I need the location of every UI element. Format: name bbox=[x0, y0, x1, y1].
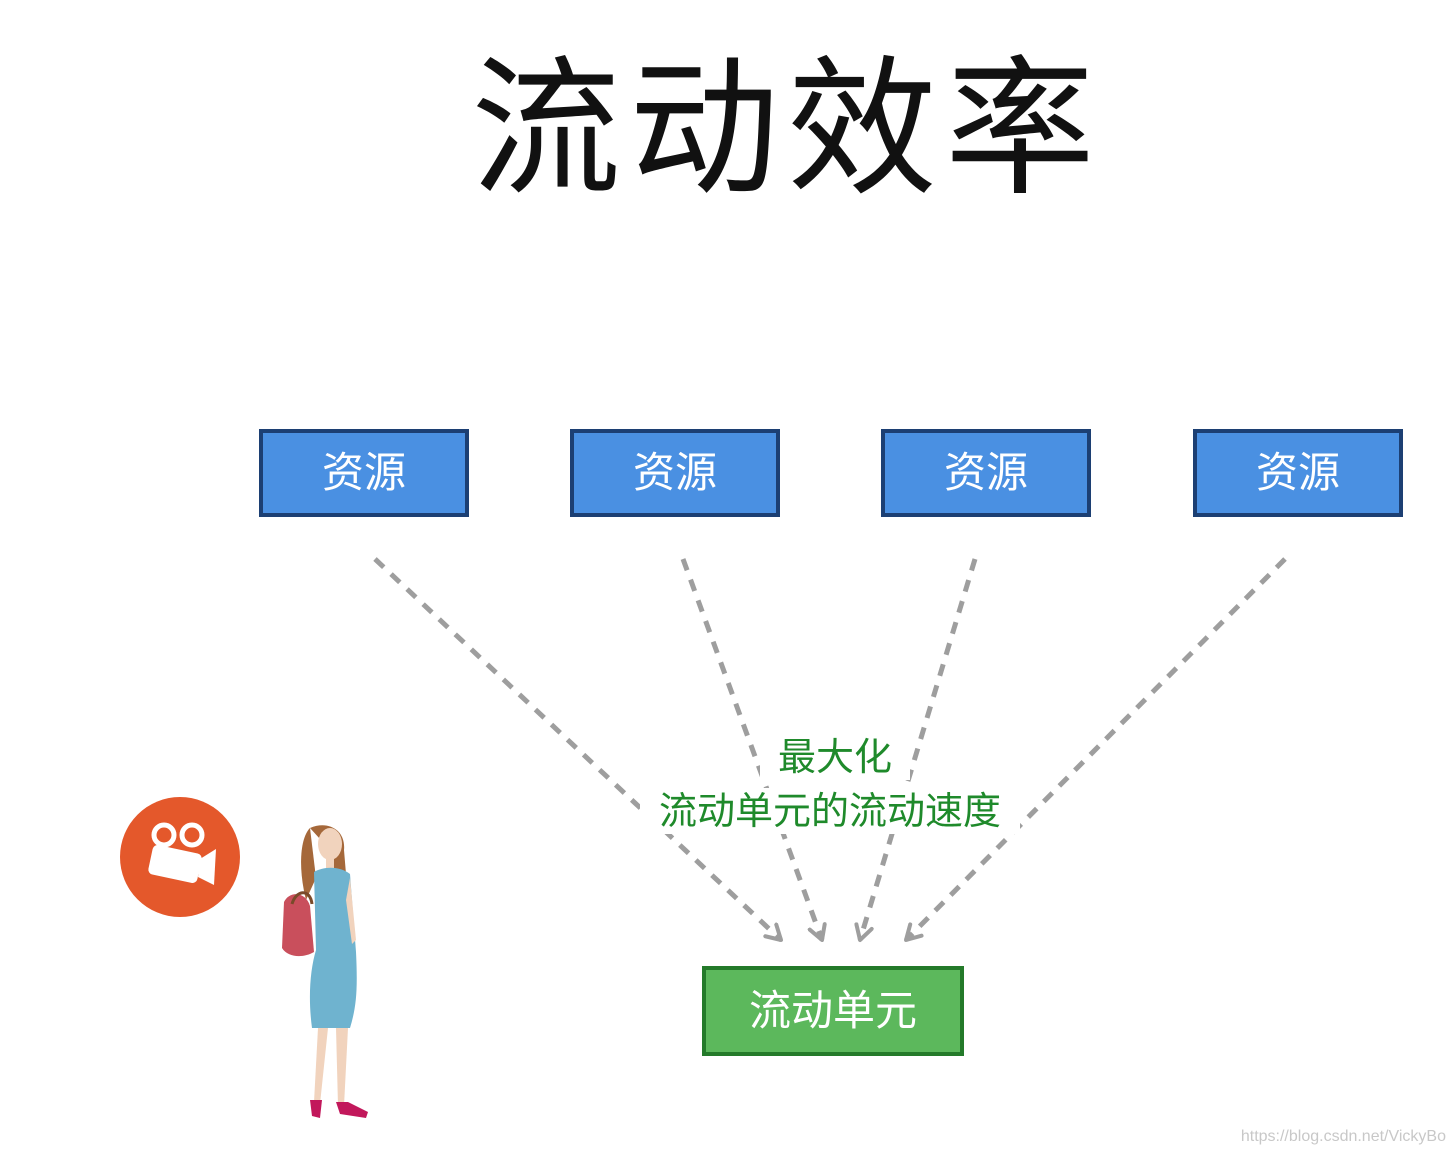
resource-box-3: 资源 bbox=[881, 429, 1091, 517]
resource-box-4: 资源 bbox=[1193, 429, 1403, 517]
woman-illustration bbox=[282, 825, 368, 1118]
watermark-text: https://blog.csdn.net/VickyBo bbox=[1240, 1128, 1446, 1145]
dashed-arrow-4 bbox=[904, 557, 1287, 942]
dashed-arrow-2 bbox=[680, 558, 827, 942]
video-camera-icon[interactable] bbox=[120, 797, 240, 917]
caption-line-1: 最大化 bbox=[760, 734, 910, 780]
video-camera-glyph bbox=[148, 822, 216, 885]
diagram-title: 流动效率 bbox=[470, 43, 1103, 217]
resource-box-1: 资源 bbox=[259, 429, 469, 517]
flow-unit-box: 流动单元 bbox=[702, 966, 964, 1056]
caption-line-2: 流动单元的流动速度 bbox=[640, 788, 1020, 834]
resource-box-2: 资源 bbox=[570, 429, 780, 517]
dashed-arrow-1 bbox=[373, 557, 783, 942]
dashed-arrow-3 bbox=[854, 558, 978, 942]
